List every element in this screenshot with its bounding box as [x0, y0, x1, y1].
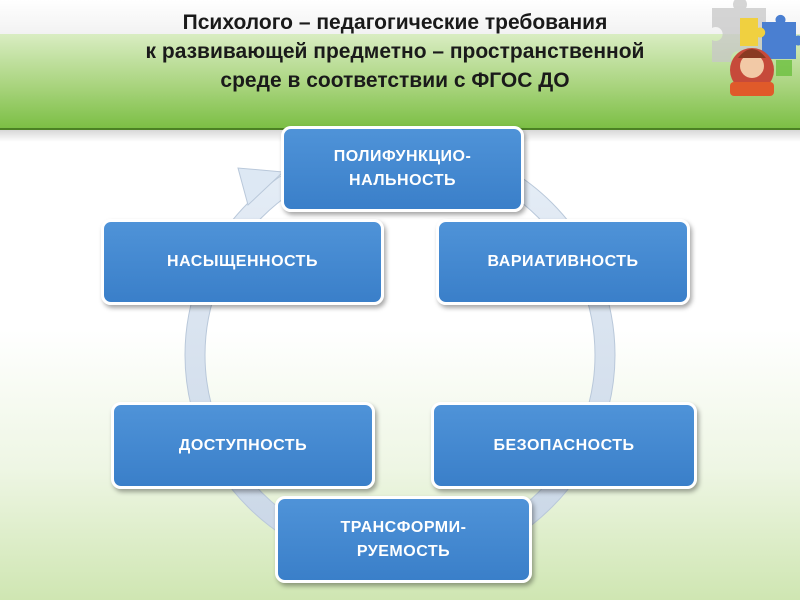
- node-variativity: ВАРИАТИВНОСТЬ: [436, 219, 690, 305]
- node-richness: НАСЫЩЕННОСТЬ: [101, 219, 384, 305]
- node-accessibility: ДОСТУПНОСТЬ: [111, 402, 375, 489]
- node-transformability: ТРАНСФОРМИ- РУЕМОСТЬ: [275, 496, 532, 583]
- node-safety: БЕЗОПАСНОСТЬ: [431, 402, 697, 489]
- node-polyfunctionality: ПОЛИФУНКЦИО- НАЛЬНОСТЬ: [281, 126, 524, 212]
